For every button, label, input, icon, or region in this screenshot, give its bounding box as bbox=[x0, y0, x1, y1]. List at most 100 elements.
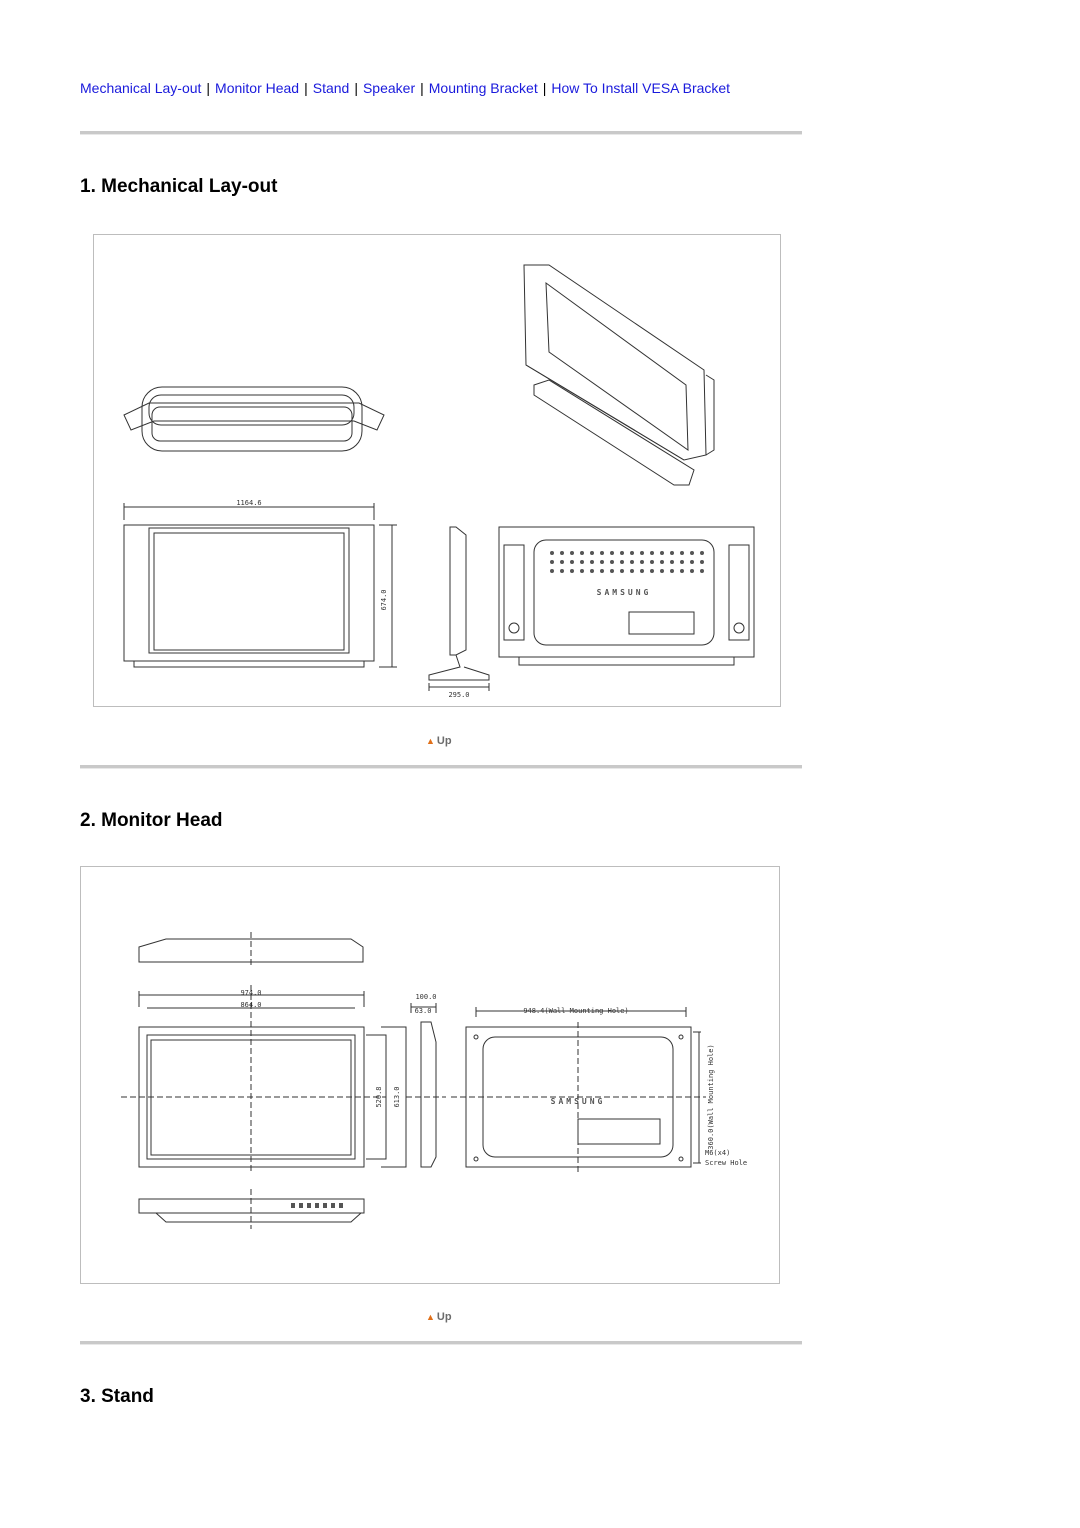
monitor-bottom-buttons bbox=[291, 1203, 343, 1208]
divider bbox=[80, 131, 802, 135]
vent-hole bbox=[630, 551, 634, 555]
vent-hole bbox=[690, 551, 694, 555]
monitor-top-view bbox=[138, 932, 364, 967]
divider bbox=[80, 1341, 802, 1345]
vent-hole bbox=[600, 569, 604, 573]
vent-hole bbox=[580, 551, 584, 555]
vent-grid bbox=[550, 551, 704, 573]
vent-hole bbox=[660, 551, 664, 555]
vent-hole bbox=[620, 551, 624, 555]
up-label: Up bbox=[436, 1311, 452, 1323]
dim-width-label: 1164.6 bbox=[236, 499, 261, 507]
brand-label: SAMSUNG bbox=[597, 588, 652, 597]
brand-label: SAMSUNG bbox=[551, 1097, 606, 1106]
back-to-top-link[interactable]: ▲Up bbox=[426, 1311, 452, 1323]
back-to-top-link[interactable]: ▲Up bbox=[426, 735, 452, 747]
vent-hole bbox=[590, 551, 594, 555]
vent-hole bbox=[600, 551, 604, 555]
vent-hole bbox=[560, 560, 564, 564]
up-arrow-icon: ▲ bbox=[426, 736, 435, 746]
nav-link-mechanical-layout[interactable]: Mechanical Lay-out bbox=[80, 80, 202, 96]
monitor-bottom-view bbox=[138, 1189, 365, 1229]
nav-link-vesa-bracket[interactable]: How To Install VESA Bracket bbox=[551, 80, 731, 96]
vent-hole bbox=[680, 560, 684, 564]
vent-hole bbox=[570, 560, 574, 564]
vent-hole bbox=[560, 551, 564, 555]
nav-link-mounting-bracket[interactable]: Mounting Bracket bbox=[428, 80, 538, 96]
vent-hole bbox=[600, 560, 604, 564]
dim-mount-vertical-label: 360.0(Wall Mounting Hole) bbox=[707, 1044, 715, 1149]
dim-depth-inner-label: 63.0 bbox=[415, 1007, 432, 1015]
dim-mount-label: 948.4(Wall Mounting Hole) bbox=[523, 1007, 628, 1015]
vent-hole bbox=[670, 551, 674, 555]
perspective-view bbox=[523, 264, 715, 486]
nav-separator: | bbox=[420, 80, 424, 96]
nav-separator: | bbox=[304, 80, 308, 96]
nav-separator: | bbox=[206, 80, 211, 96]
nav-separator: | bbox=[542, 80, 547, 96]
vent-hole bbox=[630, 560, 634, 564]
vent-hole bbox=[640, 560, 644, 564]
vent-hole bbox=[620, 560, 624, 564]
dim-depth-label: 100.0 bbox=[415, 993, 436, 1001]
vent-hole bbox=[690, 560, 694, 564]
vent-hole bbox=[610, 551, 614, 555]
vent-hole bbox=[590, 560, 594, 564]
top-view bbox=[123, 386, 385, 452]
vent-hole bbox=[700, 569, 704, 573]
vent-hole bbox=[650, 569, 654, 573]
vent-hole bbox=[590, 569, 594, 573]
vent-hole bbox=[550, 560, 554, 564]
dim-outer-height-label: 613.0 bbox=[393, 1086, 401, 1107]
vent-hole bbox=[670, 569, 674, 573]
vent-hole bbox=[550, 569, 554, 573]
dim-inner-height-label: 520.8 bbox=[375, 1086, 383, 1107]
monitor-front-view bbox=[121, 985, 407, 1172]
vent-hole bbox=[580, 569, 584, 573]
vent-hole bbox=[560, 569, 564, 573]
section-nav: Mechanical Lay-out|Monitor Head|Stand|Sp… bbox=[80, 80, 730, 96]
mechanical-layout-drawing: 1164.6 674.0 295.0 SAMSUNG bbox=[93, 234, 781, 707]
section-title-monitor-head: 2. Monitor Head bbox=[80, 810, 223, 831]
section-title-mechanical-layout: 1. Mechanical Lay-out bbox=[80, 176, 278, 197]
monitor-side-view bbox=[406, 1003, 446, 1168]
nav-link-stand[interactable]: Stand bbox=[312, 80, 350, 96]
vent-hole bbox=[700, 560, 704, 564]
vent-hole bbox=[690, 569, 694, 573]
vent-hole bbox=[580, 560, 584, 564]
monitor-head-svg: 974.0 864.0 100.0 63.0 948.4(Wall Mounti… bbox=[121, 932, 747, 1229]
section-title-stand: 3. Stand bbox=[80, 1386, 154, 1407]
vent-hole bbox=[670, 560, 674, 564]
vent-hole bbox=[700, 551, 704, 555]
vent-hole bbox=[650, 560, 654, 564]
vent-hole bbox=[570, 569, 574, 573]
dim-depth-label: 295.0 bbox=[448, 691, 469, 699]
dim-height-label: 674.0 bbox=[380, 589, 388, 610]
vent-hole bbox=[650, 551, 654, 555]
up-arrow-icon: ▲ bbox=[426, 1312, 435, 1322]
dim-inner-width-label: 864.0 bbox=[240, 1001, 261, 1009]
vent-hole bbox=[620, 569, 624, 573]
screw-count-label: M6(x4) bbox=[705, 1149, 730, 1157]
vent-hole bbox=[630, 569, 634, 573]
vent-hole bbox=[610, 569, 614, 573]
vent-hole bbox=[640, 569, 644, 573]
vent-hole bbox=[550, 551, 554, 555]
vent-hole bbox=[680, 551, 684, 555]
front-view bbox=[123, 503, 397, 668]
up-label: Up bbox=[436, 735, 452, 747]
dim-outer-width-label: 974.0 bbox=[240, 989, 261, 997]
vent-hole bbox=[640, 551, 644, 555]
mechanical-layout-svg: 1164.6 674.0 295.0 SAMSUNG bbox=[123, 264, 755, 699]
vent-hole bbox=[570, 551, 574, 555]
side-view bbox=[428, 526, 490, 691]
monitor-back-view bbox=[451, 1007, 706, 1172]
nav-link-monitor-head[interactable]: Monitor Head bbox=[215, 80, 300, 96]
divider bbox=[80, 765, 802, 769]
screw-hole-label: Screw Hole bbox=[705, 1159, 747, 1167]
vent-hole bbox=[680, 569, 684, 573]
nav-link-speaker[interactable]: Speaker bbox=[362, 80, 416, 96]
monitor-head-drawing: 974.0 864.0 100.0 63.0 948.4(Wall Mounti… bbox=[80, 866, 780, 1284]
nav-separator: | bbox=[354, 80, 358, 96]
vent-hole bbox=[660, 569, 664, 573]
